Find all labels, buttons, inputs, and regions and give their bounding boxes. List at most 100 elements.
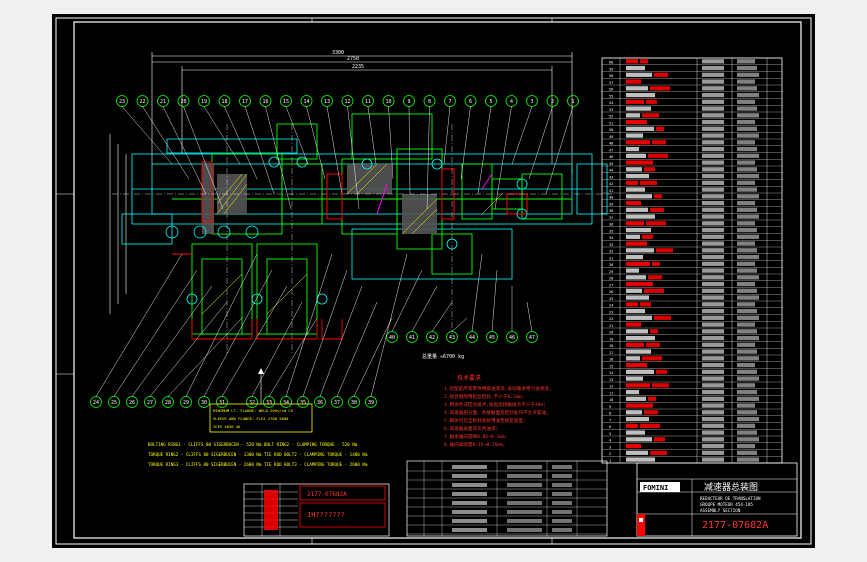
svg-text:60: 60 (609, 61, 613, 65)
svg-text:46: 46 (609, 155, 613, 159)
svg-text:4: 4 (609, 439, 611, 443)
part-balloon: 7 (444, 95, 456, 107)
svg-text:35: 35 (609, 229, 613, 233)
svg-text:20: 20 (609, 331, 613, 335)
svg-text:41: 41 (609, 189, 613, 193)
tech-req-line: 5.箱体内装全损耗系统用油至规定高度; (444, 417, 526, 424)
svg-text:12: 12 (609, 385, 613, 389)
title-block-line: GROUPE MOTEUR 454-185 (700, 502, 753, 507)
svg-text:15: 15 (609, 364, 613, 368)
stamp-drawing-number: 2177-07682A (307, 491, 347, 498)
part-balloon: 12 (341, 95, 354, 107)
svg-text:37: 37 (334, 400, 340, 406)
svg-text:50: 50 (609, 128, 613, 132)
svg-text:32: 32 (609, 250, 613, 254)
part-balloon: 45 (486, 331, 498, 343)
svg-text:2: 2 (609, 452, 611, 456)
svg-text:16: 16 (262, 99, 268, 105)
part-balloon: 22 (136, 95, 149, 107)
bill-of-materials[interactable]: 6059585756555453525150494847464544434241… (601, 57, 783, 464)
svg-text:24: 24 (609, 304, 613, 308)
company-logo: FOMINI (643, 484, 668, 492)
torque-spec-line: TORQUE RING3 - CLIFFS 80 SIGERBUCEN - 26… (148, 462, 368, 467)
tech-req-line: 1.装配前所有零件用煤油清洗,滚动轴承用汽油清洗; (444, 385, 552, 392)
svg-text:2235: 2235 (352, 64, 364, 70)
svg-text:59: 59 (609, 67, 613, 71)
part-balloon: 38 (348, 396, 360, 408)
tech-req-line: 2.啮合侧隙用铅丝检验,不小于0.2mm; (444, 393, 524, 400)
svg-text:14: 14 (303, 99, 309, 105)
svg-text:2750: 2750 (347, 56, 359, 62)
svg-text:5: 5 (609, 432, 611, 436)
svg-text:26: 26 (129, 400, 135, 406)
svg-text:42: 42 (609, 182, 613, 186)
gearbox-section-view[interactable]: 3300 2750 2235 (90, 50, 613, 408)
svg-text:20: 20 (180, 99, 186, 105)
svg-text:4: 4 (510, 99, 513, 105)
tech-req-line: 6.减速器表面涂灰色油漆; (444, 425, 498, 432)
svg-text:29: 29 (183, 400, 189, 406)
svg-text:11: 11 (609, 391, 613, 395)
svg-text:57: 57 (609, 81, 613, 85)
svg-text:24: 24 (93, 400, 99, 406)
part-balloon: 2 (546, 95, 559, 107)
svg-text:43: 43 (449, 335, 455, 341)
svg-text:33: 33 (266, 400, 272, 406)
svg-text:23: 23 (119, 99, 125, 105)
svg-text:19: 19 (201, 99, 207, 105)
part-balloon: 28 (162, 396, 174, 408)
svg-text:11: 11 (365, 99, 371, 105)
svg-text:37: 37 (609, 216, 613, 220)
svg-text:40: 40 (609, 196, 613, 200)
svg-text:27: 27 (609, 283, 613, 287)
svg-text:32: 32 (249, 400, 255, 406)
part-balloon: 10 (382, 95, 395, 107)
torque-spec-lines: BOLTING RING1 - CLIFFS 80 SIGERBUCEN - 5… (148, 442, 368, 467)
svg-text:5: 5 (489, 99, 492, 105)
part-balloon: 8 (423, 95, 436, 107)
svg-text:51: 51 (609, 121, 613, 125)
svg-text:53: 53 (609, 108, 613, 112)
part-balloon: 1 (567, 95, 579, 107)
part-balloon: 35 (297, 396, 309, 408)
svg-text:47: 47 (529, 335, 535, 341)
svg-text:13: 13 (324, 99, 330, 105)
torque-spec-line: TORQUE RING2 - CLIFFS 80 SIGERBUCEN - 13… (148, 452, 368, 457)
drawing-canvas[interactable]: 3300 2750 2235 (52, 14, 815, 548)
svg-text:29: 29 (609, 270, 613, 274)
part-balloon: 33 (263, 396, 275, 408)
part-balloon: 26 (126, 396, 138, 408)
tech-req-line: 3.用涂色法检验斑点,按齿高接触斑点不少于40%; (444, 401, 546, 408)
part-balloon: 23 (116, 95, 128, 107)
svg-text:38: 38 (609, 209, 613, 213)
svg-text:52: 52 (609, 115, 613, 119)
part-balloon: 4 (505, 95, 518, 107)
part-balloon: 46 (506, 331, 518, 343)
technical-requirements: 技术要求 1.装配前所有零件用煤油清洗,滚动轴承用汽油清洗;2.啮合侧隙用铅丝检… (444, 374, 552, 448)
svg-text:6: 6 (609, 425, 611, 429)
svg-text:8: 8 (609, 412, 611, 416)
part-balloon: 25 (108, 396, 120, 408)
svg-text:6: 6 (469, 99, 472, 105)
tech-req-line: 8.轴向窜动量0.15~0.25mm。 (444, 441, 508, 448)
svg-text:45: 45 (609, 162, 613, 166)
svg-text:19: 19 (609, 337, 613, 341)
svg-text:3300: 3300 (332, 50, 344, 56)
svg-text:48: 48 (609, 142, 613, 146)
part-balloon: 14 (300, 95, 313, 107)
svg-text:2: 2 (551, 99, 554, 105)
svg-text:26: 26 (609, 290, 613, 294)
svg-text:7: 7 (609, 418, 611, 422)
part-balloon: 21 (157, 95, 169, 107)
svg-text:15: 15 (283, 99, 289, 105)
drawing-title: 减速器总装图 (704, 481, 758, 493)
part-balloon: 37 (331, 396, 343, 408)
part-balloon: 42 (426, 331, 438, 343)
part-balloon: 15 (280, 95, 292, 107)
part-balloon: 32 (246, 396, 258, 408)
svg-text:36: 36 (609, 223, 613, 227)
part-balloon: 29 (180, 396, 192, 408)
svg-text:17: 17 (242, 99, 248, 105)
part-balloon: 6 (464, 95, 477, 107)
